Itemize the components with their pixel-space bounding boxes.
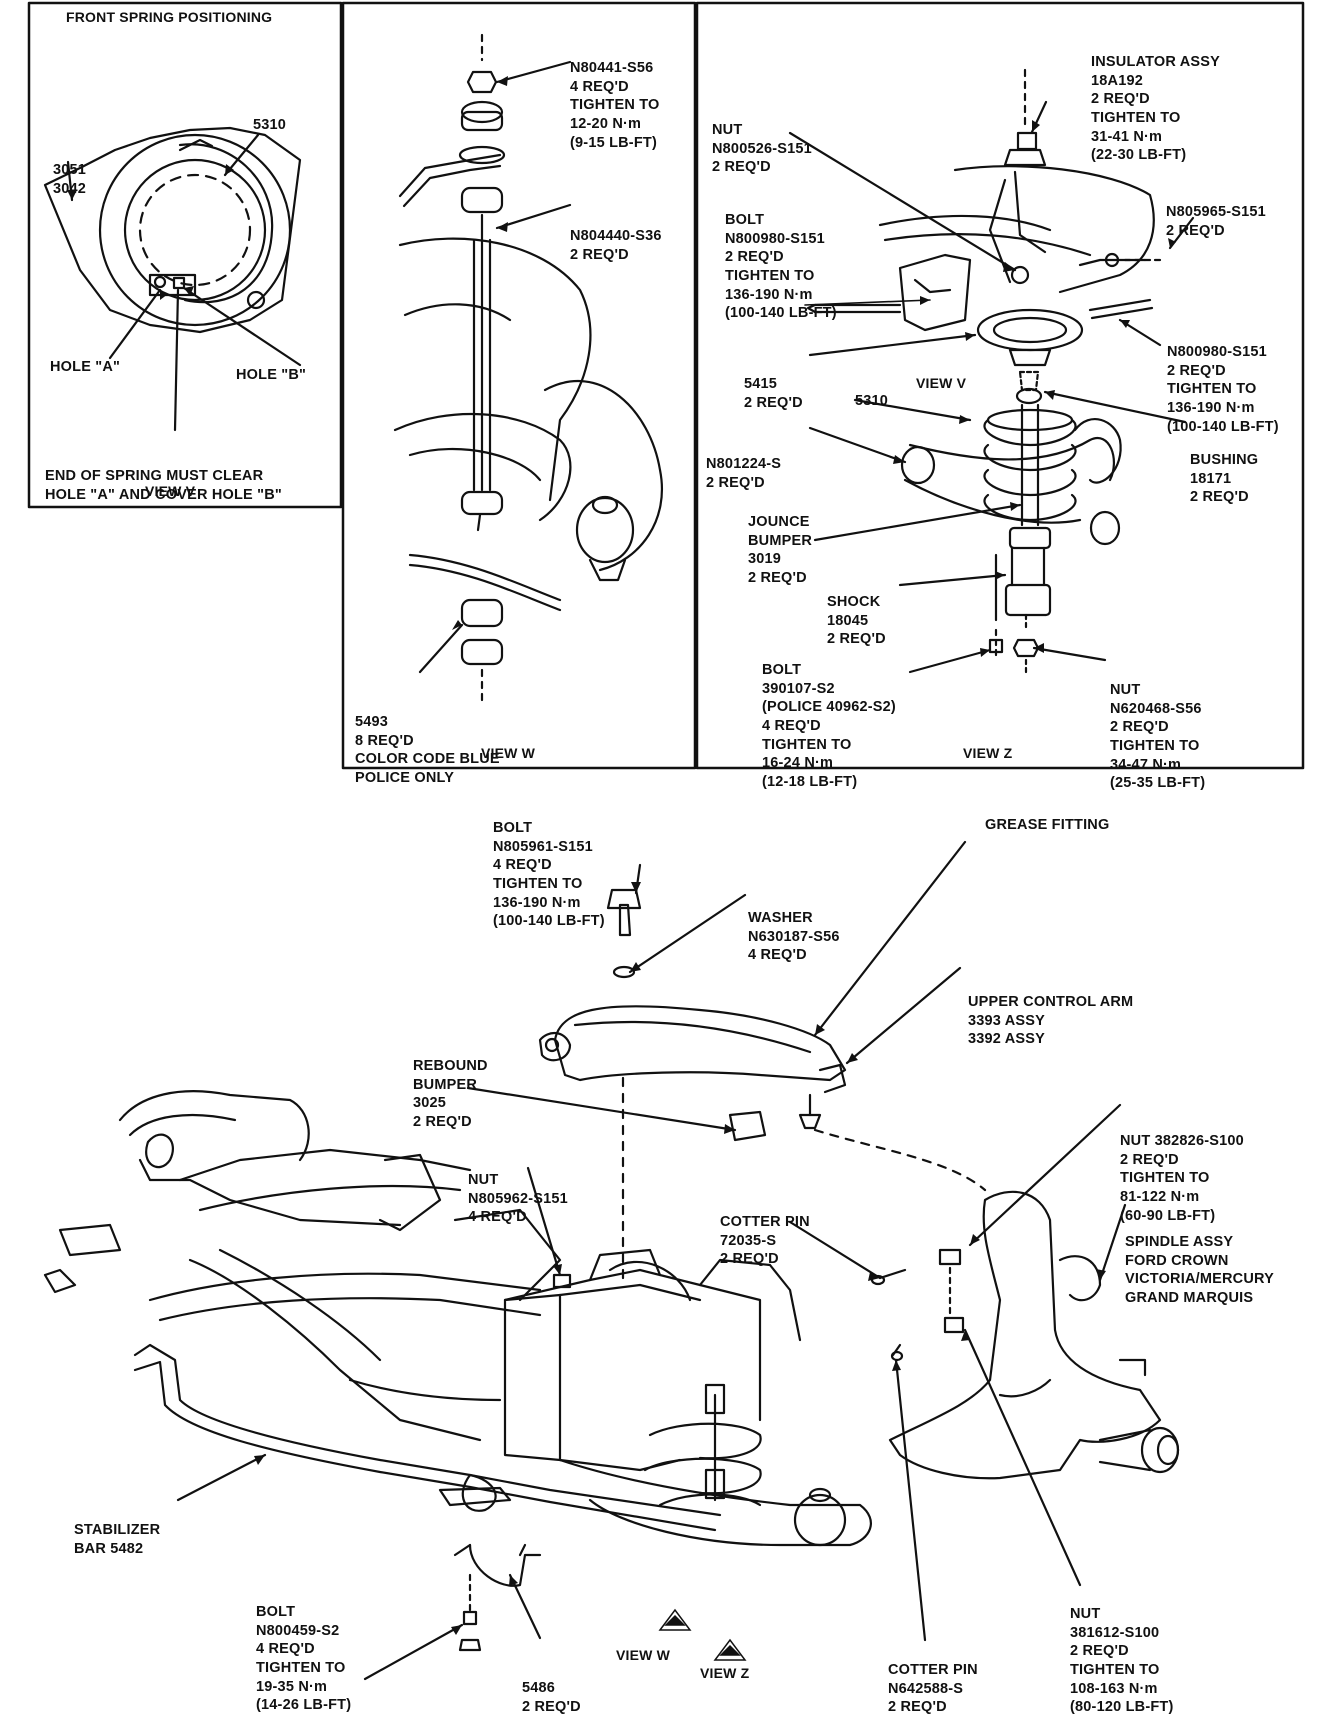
label-5310-z: 5310	[855, 393, 889, 409]
suspension-diagram	[27, 1, 1305, 1681]
view-w-marker-symbol	[658, 1608, 692, 1631]
label-5310-v: 5310	[253, 117, 287, 133]
view-w-panel	[341, 1, 697, 770]
upper-suspension-drawing	[806, 68, 1162, 677]
view-w-label: VIEW W	[481, 745, 536, 761]
stabilizer-link-drawing	[393, 33, 663, 702]
view-z-marker-label: VIEW Z	[700, 1665, 750, 1681]
front-suspension-assembly-drawing	[43, 888, 1180, 1652]
view-z-label: VIEW Z	[963, 745, 1013, 761]
view-z-panel	[695, 1, 1305, 770]
view-w-marker-label: VIEW W	[616, 1647, 671, 1663]
view-v-panel	[27, 1, 343, 509]
leader-arrowheads	[67, 76, 1176, 1635]
view-z-marker-symbol	[713, 1638, 747, 1661]
label-grease-fitting: GREASE FITTING	[985, 817, 1110, 833]
view-v-title: FRONT SPRING POSITIONING	[66, 9, 273, 25]
label-hole-a: HOLE "A"	[50, 359, 121, 375]
view-v-callout: VIEW V	[916, 375, 967, 391]
label-hole-b: HOLE "B"	[236, 367, 307, 383]
view-v-label: VIEW V	[145, 483, 196, 499]
